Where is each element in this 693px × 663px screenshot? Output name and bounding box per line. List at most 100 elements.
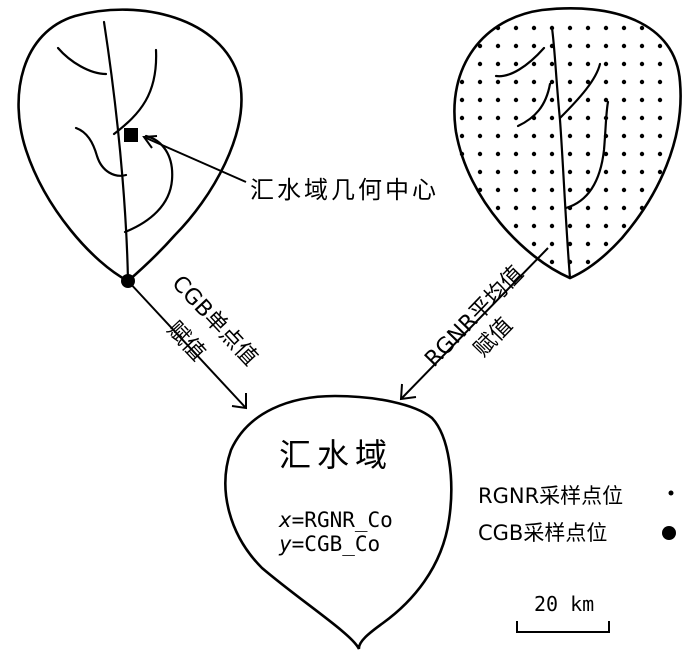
rgnr-sample-point — [639, 97, 645, 103]
rgnr-sample-point — [567, 79, 573, 85]
center-catchment-outline — [224, 394, 453, 650]
scale-bar-line — [516, 621, 610, 633]
rgnr-sample-point — [477, 133, 483, 139]
rgnr-sample-point — [513, 133, 519, 139]
rgnr-sample-point — [585, 43, 591, 49]
legend-cgb-symbol — [662, 526, 676, 540]
formula-y-rest: =CGB_Co — [292, 532, 381, 556]
rgnr-sample-point — [513, 223, 519, 229]
rgnr-sample-point — [459, 97, 465, 103]
rgnr-sample-point — [531, 151, 537, 157]
rgnr-sample-point — [585, 223, 591, 229]
rgnr-sample-point — [459, 151, 465, 157]
rgnr-sample-point — [531, 187, 537, 193]
rgnr-sample-point — [621, 61, 627, 67]
rgnr-sample-point — [621, 169, 627, 175]
legend-rgnr-label: RGNR采样点位 — [478, 484, 623, 508]
right-catchment — [453, 7, 682, 280]
rgnr-sample-point — [567, 187, 573, 193]
rgnr-sample-point — [567, 241, 573, 247]
rgnr-sample-point — [603, 205, 609, 211]
rgnr-sample-point — [585, 79, 591, 85]
rgnr-sample-point — [567, 169, 573, 175]
center-title: 汇水域 — [279, 436, 393, 474]
rgnr-sample-point — [657, 169, 663, 175]
formula-x-var: x — [278, 508, 292, 532]
rgnr-sample-point — [495, 61, 501, 67]
rgnr-sample-point — [495, 97, 501, 103]
rgnr-sample-point — [513, 61, 519, 67]
rgnr-sample-point — [513, 205, 519, 211]
rgnr-sample-point — [621, 133, 627, 139]
rgnr-sample-point — [585, 97, 591, 103]
rgnr-sample-point — [531, 25, 537, 31]
rgnr-sample-point — [585, 241, 591, 247]
rgnr-sample-point — [549, 223, 555, 229]
rgnr-sample-point — [585, 133, 591, 139]
rgnr-sample-point — [621, 205, 627, 211]
rgnr-sample-point — [531, 205, 537, 211]
rgnr-sample-point — [513, 97, 519, 103]
rgnr-sample-point — [495, 205, 501, 211]
rgnr-sample-point — [495, 115, 501, 121]
rgnr-sample-point — [567, 115, 573, 121]
rgnr-sample-point — [657, 61, 663, 67]
rgnr-sample-point — [585, 115, 591, 121]
rgnr-sample-point — [531, 133, 537, 139]
rgnr-sample-point — [495, 187, 501, 193]
rgnr-sample-point — [639, 187, 645, 193]
rgnr-sample-point — [549, 169, 555, 175]
rgnr-sample-point — [513, 115, 519, 121]
rgnr-sample-point — [603, 61, 609, 67]
rgnr-sample-point — [495, 133, 501, 139]
rgnr-sample-point — [477, 79, 483, 85]
rgnr-sample-point — [477, 43, 483, 49]
rgnr-sample-point — [567, 25, 573, 31]
rgnr-sample-point — [639, 205, 645, 211]
rgnr-sample-point — [513, 79, 519, 85]
rgnr-sample-point — [459, 79, 465, 85]
left-catchment-outline — [17, 8, 243, 283]
formula-x: x=RGNR_Co — [278, 508, 393, 532]
rgnr-sample-point — [639, 43, 645, 49]
rgnr-sample-point — [639, 169, 645, 175]
rgnr-sample-point — [585, 61, 591, 67]
scale-bar-label: 20 km — [534, 592, 594, 616]
formula-x-rest: =RGNR_Co — [292, 508, 393, 532]
rgnr-sample-point — [621, 79, 627, 85]
rgnr-sample-point — [495, 43, 501, 49]
rgnr-sample-point — [639, 133, 645, 139]
rgnr-sample-point — [639, 151, 645, 157]
rgnr-sample-point — [495, 25, 501, 31]
rgnr-sample-point — [621, 43, 627, 49]
rgnr-sample-point — [657, 79, 663, 85]
rgnr-sample-point — [549, 241, 555, 247]
rgnr-sample-point — [603, 151, 609, 157]
rgnr-sample-point — [585, 25, 591, 31]
rgnr-sample-point — [531, 61, 537, 67]
rgnr-sample-point — [657, 97, 663, 103]
rgnr-sample-point — [603, 25, 609, 31]
left-catchment — [17, 8, 243, 288]
rgnr-sample-point — [495, 79, 501, 85]
rgnr-sample-point — [513, 187, 519, 193]
rgnr-sample-point — [549, 259, 555, 265]
rgnr-sample-point — [567, 133, 573, 139]
rgnr-sample-point — [585, 169, 591, 175]
rgnr-sample-point — [549, 79, 555, 85]
rgnr-sample-point — [477, 97, 483, 103]
rgnr-sample-point — [621, 25, 627, 31]
rgnr-sample-point — [549, 133, 555, 139]
rgnr-sample-point — [531, 241, 537, 247]
rgnr-sample-point — [621, 223, 627, 229]
rgnr-sample-point — [495, 169, 501, 175]
right-stream-network — [494, 26, 610, 280]
rgnr-sample-point — [495, 151, 501, 157]
rgnr-sample-point — [639, 61, 645, 67]
rgnr-sample-point — [657, 133, 663, 139]
rgnr-sample-point — [621, 187, 627, 193]
rgnr-sample-point — [549, 61, 555, 67]
rgnr-sample-point — [477, 169, 483, 175]
legend-rgnr-symbol — [668, 490, 674, 496]
